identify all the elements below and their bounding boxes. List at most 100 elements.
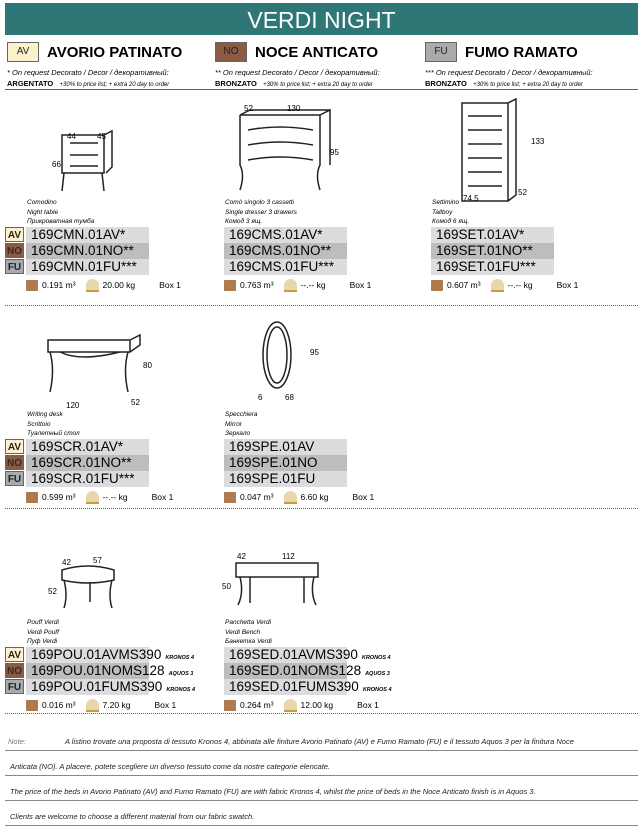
product-code-row: NO 169CMN.01NO** [5,242,181,259]
dimension-label: 95 [330,148,339,157]
product-info: 0.016 m³ 7.20 kg Box 1 [26,698,176,712]
code-text: 169CMN.01NO** [31,242,134,258]
box-count: Box 1 [357,700,379,710]
dimension-label: 68 [285,393,294,402]
code-text: 169POU.01AVMS390 [31,646,162,662]
product-code[interactable]: 169SPE.01NO [224,454,347,471]
package-icon [26,279,38,291]
dimension-label: 52 [244,104,253,113]
caption-it: Writing desk [27,411,63,418]
note-line: Anticata (NO). A placere, potete sceglie… [10,762,331,771]
caption-it: Settimino [432,199,460,206]
product-code[interactable]: 169CMN.01FU*** [26,258,149,275]
product-caption: Pouff Verdi Verdi Pouff Пуф Verdi [27,618,176,647]
fabric-label: KRONOS 4 [362,686,392,693]
finish-badge [203,227,222,242]
product-code[interactable]: 169SPE.01FU [224,470,347,487]
product-code[interactable]: 169CMS.01NO** [224,242,347,259]
caption-ru: Банкетка Verdi [225,638,272,645]
caption-en: Verdi Bench [225,628,261,636]
weight-scale-icon [85,698,99,712]
product-card: Writing desk Scrittoio Туалетный стол AV… [5,410,173,504]
finish-badge [203,243,222,258]
note-divider [5,800,638,801]
product-caption: Writing desk Scrittoio Туалетный стол [27,410,173,439]
package-icon [224,279,236,291]
product-code[interactable]: 169SET.01AV* [431,226,554,243]
caption-ru: Пуф Verdi [27,638,58,645]
code-text: 169SCR.01FU*** [31,470,135,486]
decor-name: BRONZATO [215,79,257,88]
product-info: 0.191 m³ 20.00 kg Box 1 [26,278,181,292]
product-card: Settimino Tallboy Комод 6 ящ. 169SET.01A… [410,198,578,292]
decor-request-note: *** On request Decorato / Decor / декора… [425,67,593,91]
dimension-label: 120 [66,401,80,410]
product-code[interactable]: 169SCR.01FU*** [26,470,149,487]
product-code-row: 169CMS.01AV* [203,226,371,243]
product-code[interactable]: 169CMN.01AV* [26,226,149,243]
product-caption: Panchetta Verdi Verdi Bench Банкетка Ver… [225,618,379,647]
note-divider [5,775,638,776]
product-code[interactable]: 169CMS.01AV* [224,226,347,243]
bench-drawing [235,562,319,606]
product-code-row: 169SET.01AV* [410,226,578,243]
product-code-row: AV 169SCR.01AV* [5,438,173,455]
finish-badge: FU [5,470,24,486]
box-count: Box 1 [151,492,174,502]
caption-ru: Прикроватная тумба [27,218,95,225]
code-text: 169SED.01NOMS128 [229,662,362,678]
dimension-label: 95 [310,348,319,357]
decor-name: BRONZATO [425,79,467,88]
product-code[interactable]: 169SET.01FU*** [431,258,554,275]
finish-swatch: NO [215,42,247,62]
product-caption: Comò singolo 3 cassetti Single dresser 3… [225,198,371,227]
volume: 0.016 m³ [42,700,76,710]
code-text: 169CMN.01FU*** [31,258,137,274]
product-code[interactable]: 169CMN.01NO** [26,242,149,259]
product-code-row: 169CMS.01FU*** [203,258,371,275]
caption-ru: Туалетный стол [27,430,80,437]
product-info: 0.264 m³ 12.00 kg Box 1 [224,698,379,712]
note-divider [5,825,638,826]
finish-badge [203,663,222,678]
product-code[interactable]: 169SCR.01AV* [26,438,149,455]
decor-request-note: * On request Decorato / Decor / декорати… [7,67,169,91]
product-code[interactable]: 169SPE.01AV [224,438,347,455]
finish-badge [410,259,429,274]
finish-name: NOCE ANTICATO [255,43,379,61]
code-text: 169SCR.01NO** [31,454,132,470]
product-card: Comodino Night table Прикроватная тумба … [5,198,181,292]
weight: --.-- kg [507,280,533,290]
dimension-label: 130 [287,104,301,113]
product-code[interactable]: 169SET.01NO** [431,242,554,259]
caption-en: Tallboy [432,208,453,216]
dimension-label: 133 [531,137,545,146]
product-code[interactable]: 169CMS.01FU*** [224,258,347,275]
weight: --.-- kg [102,492,128,502]
weight-scale-icon [283,278,297,292]
desk-drawing [47,333,141,393]
package-icon [26,699,38,711]
note-label: Note: [8,737,26,746]
caption-en: Night table [27,208,59,216]
volume: 0.599 m³ [42,492,76,502]
finish-swatch: AV [7,42,39,62]
finish-name: FUMO RAMATO [465,43,578,61]
weight: --.-- kg [300,280,326,290]
weight: 20.00 kg [102,280,136,290]
product-code[interactable]: 169SCR.01NO** [26,454,149,471]
weight: 12.00 kg [300,700,334,710]
dimension-label: 45 [97,132,106,141]
box-count: Box 1 [352,492,375,502]
weight-scale-icon [85,278,99,292]
package-icon [224,491,236,503]
